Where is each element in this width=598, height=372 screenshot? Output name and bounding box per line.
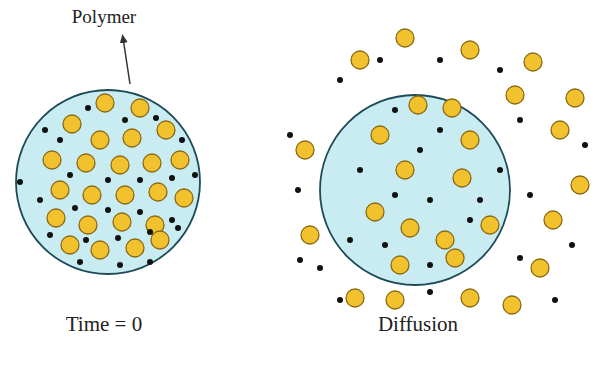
polymer-sphere bbox=[320, 95, 510, 285]
small-molecules bbox=[287, 57, 588, 303]
part-label: Polymer bbox=[72, 6, 136, 28]
drug-particles bbox=[296, 29, 589, 314]
state-caption: Time = 0 bbox=[66, 312, 142, 336]
drug-particles bbox=[43, 94, 193, 259]
leader-arrow bbox=[123, 38, 130, 84]
state-caption: Diffusion bbox=[378, 312, 458, 336]
small-molecules bbox=[17, 105, 198, 268]
polymer-sphere bbox=[16, 90, 200, 274]
